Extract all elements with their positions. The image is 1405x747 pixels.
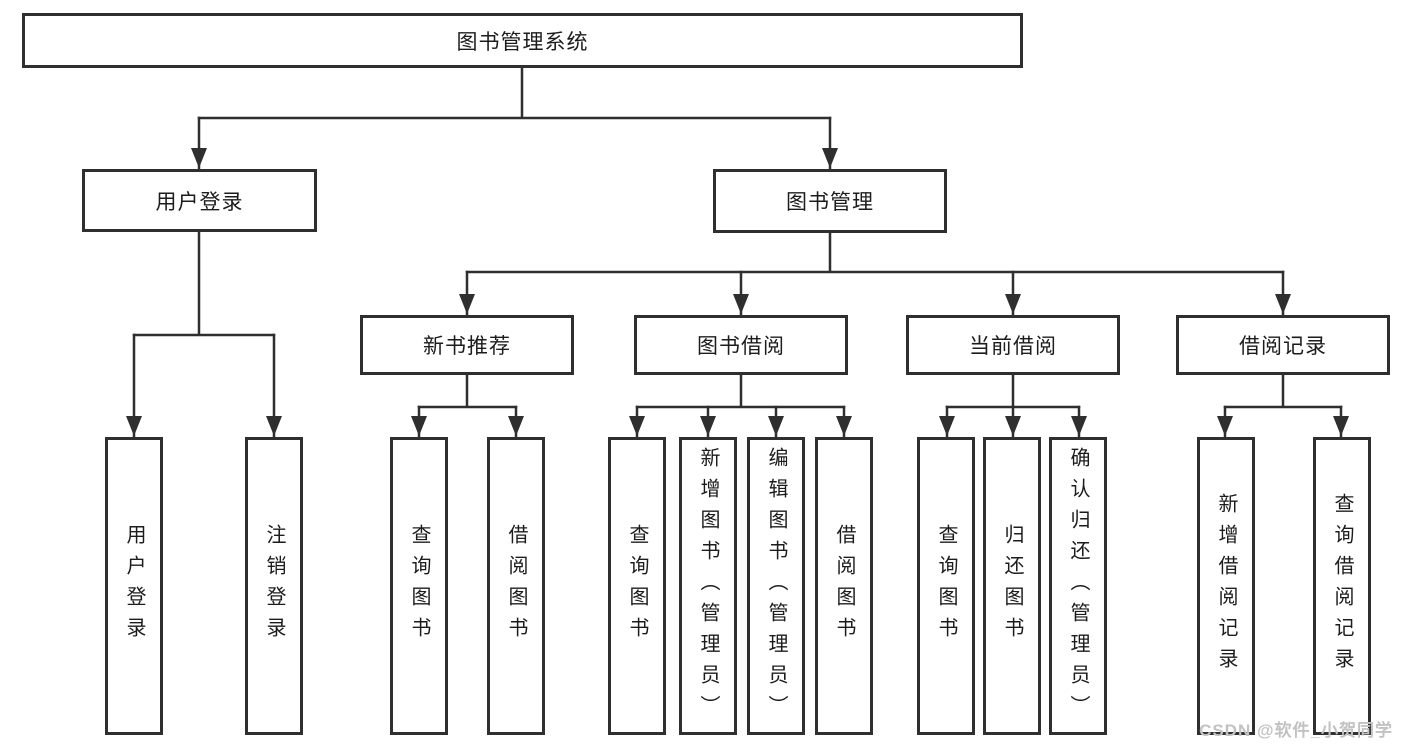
leaf-query-books-recommend: 查询图书: [390, 437, 448, 735]
node-borrow-records: 借阅记录: [1176, 315, 1390, 375]
leaf-add-borrow-record: 新增借阅记录: [1197, 437, 1255, 735]
node-new-book-recommend: 新书推荐: [360, 315, 574, 375]
node-label: 图书管理系统: [456, 30, 589, 54]
leaf-return-books: 归还图书: [983, 437, 1041, 735]
leaf-borrow-books-recommend: 借阅图书: [487, 437, 545, 735]
leaf-label: 归还图书: [1001, 524, 1023, 648]
leaf-query-books-borrowing: 查询图书: [608, 437, 666, 735]
node-label: 图书管理: [786, 191, 874, 214]
node-label: 借阅记录: [1239, 335, 1327, 358]
leaf-label: 借阅图书: [833, 524, 855, 648]
leaf-add-book-admin: 新增图书（管理员）: [679, 437, 737, 735]
leaf-user-login: 用户登录: [105, 437, 163, 735]
node-label: 用户登录: [155, 190, 244, 214]
leaf-label: 查询图书: [626, 524, 648, 648]
node-book-borrowing: 图书借阅: [634, 315, 848, 375]
leaf-label: 新增借阅记录: [1215, 493, 1237, 679]
leaf-confirm-return-admin: 确认归还（管理员）: [1049, 437, 1107, 735]
leaf-query-borrow-record: 查询借阅记录: [1313, 437, 1371, 735]
leaf-borrow-books-borrowing: 借阅图书: [815, 437, 873, 735]
node-user-login: 用户登录: [82, 169, 317, 232]
leaf-logout: 注销登录: [245, 437, 303, 735]
node-label: 新书推荐: [423, 335, 511, 358]
leaf-label: 注销登录: [263, 524, 285, 648]
node-current-borrowing: 当前借阅: [906, 315, 1120, 375]
leaf-query-books-current: 查询图书: [917, 437, 975, 735]
leaf-label: 查询借阅记录: [1331, 493, 1353, 679]
node-book-management: 图书管理: [713, 169, 947, 233]
node-label: 当前借阅: [969, 335, 1057, 358]
leaf-edit-book-admin: 编辑图书（管理员）: [747, 437, 805, 735]
leaf-label: 确认归还（管理员）: [1067, 446, 1089, 726]
leaf-label: 新增图书（管理员）: [697, 446, 719, 726]
leaf-label: 查询图书: [408, 524, 430, 648]
leaf-label: 查询图书: [935, 524, 957, 648]
leaf-label: 用户登录: [123, 524, 145, 648]
node-library-system: 图书管理系统: [22, 13, 1023, 68]
node-label: 图书借阅: [697, 335, 785, 358]
watermark-text: CSDN @软件_小贺同学: [1199, 721, 1393, 740]
leaf-label: 编辑图书（管理员）: [765, 446, 787, 726]
leaf-label: 借阅图书: [505, 524, 527, 648]
